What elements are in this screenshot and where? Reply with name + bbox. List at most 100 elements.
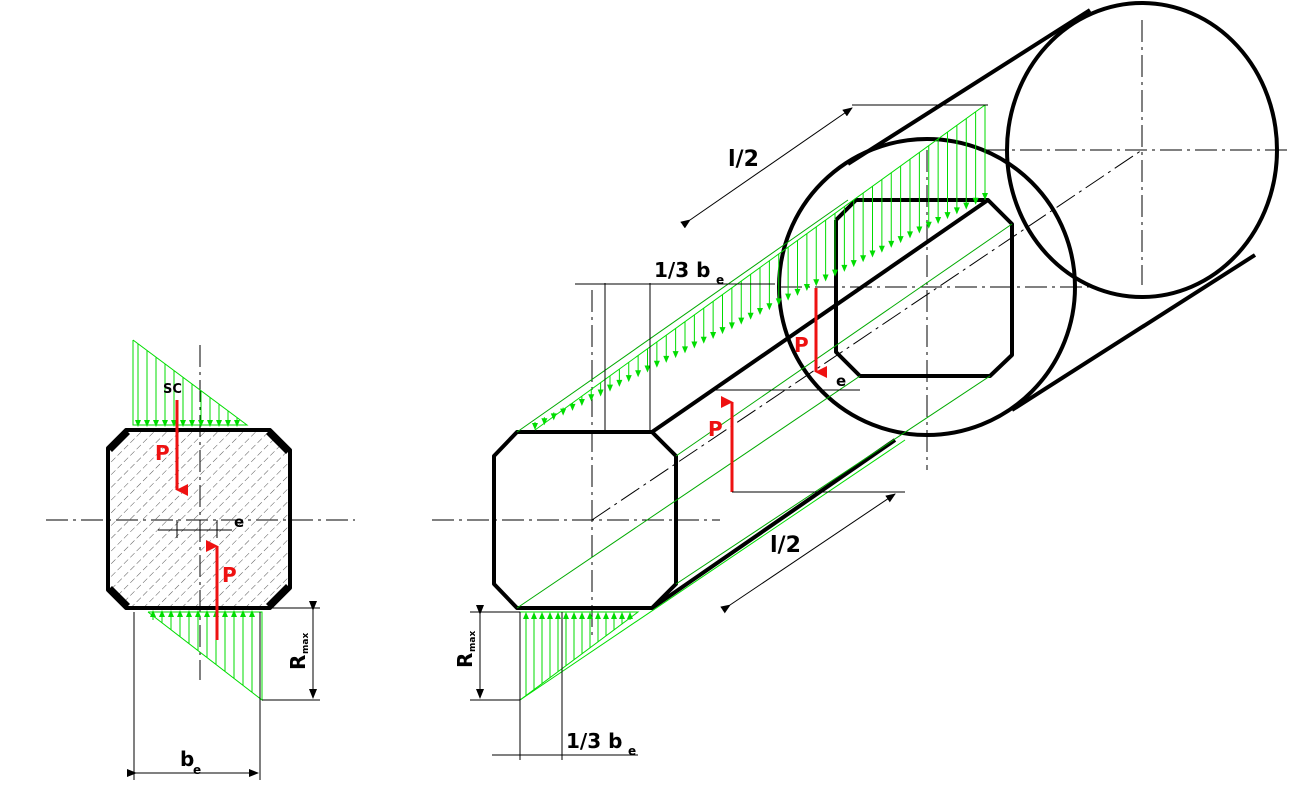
iso-top-load-arrow-head: [982, 193, 988, 200]
iso-bottom-load-arrow-head: [547, 612, 553, 619]
iso-bottom-load-arrow-head: [563, 612, 569, 619]
iso-label-p-lower: P: [708, 417, 723, 441]
iso-label-rmax: R: [453, 653, 477, 668]
iso-top-load-arrow-head: [832, 269, 838, 277]
iso-top-load-arrow-head: [916, 226, 923, 234]
iso-top-load-arrow-head: [719, 327, 726, 335]
front-cross-section: [106, 428, 292, 610]
iso-top-load-arrow-head: [644, 365, 651, 373]
iso-half-len-bottom-dim: [720, 493, 896, 614]
iso-label-third-top: 1/3 b: [654, 258, 710, 282]
iso-label-third-bottom-sub: e: [628, 744, 636, 758]
iso-top-load-arrow-head: [907, 231, 913, 239]
iso-top-load-arrow-head: [766, 303, 773, 311]
front-label-width-sub: e: [193, 763, 201, 777]
iso-top-load-arrow-head: [803, 284, 810, 292]
front-top-load-arrow-head: [153, 420, 159, 427]
cylinder-far-end: [1005, 1, 1279, 299]
iso-top-load-arrow-head: [597, 389, 604, 397]
iso-top-load-arrow-head: [972, 197, 979, 205]
iso-bottom-left-edge-thin: [516, 375, 861, 609]
front-label-p-bottom: P: [222, 563, 237, 587]
iso-top-load-arrow-head: [944, 212, 951, 220]
iso-bottom-load-arrow-head: [579, 612, 585, 619]
iso-bottom-load-arrow-head: [595, 612, 601, 619]
iso-top-load-arrow-head: [653, 360, 660, 368]
iso-top-load-arrow-head: [700, 336, 707, 344]
iso-top-load-arrow-head: [925, 221, 932, 229]
iso-top-load-arrow-head: [616, 379, 623, 387]
front-top-load-arrow-head: [144, 420, 150, 427]
iso-top-load-arrow-head: [813, 279, 820, 287]
front-top-load-arrow-head: [180, 420, 186, 427]
front-top-load-arrow-head: [234, 420, 240, 427]
iso-top-load-arrow-head: [588, 394, 595, 402]
iso-bottom-load-arrow-head: [531, 612, 537, 619]
iso-longitudinal-axis: [591, 149, 1143, 521]
front-bottom-load-arrow-head: [204, 610, 210, 617]
front-chamfer-tr: [266, 430, 290, 454]
iso-top-load-arrow-head: [963, 202, 970, 210]
front-top-load-arrow-head: [189, 420, 195, 427]
front-top-load-diagram: [132, 339, 249, 427]
front-bottom-load-arrow-head: [159, 610, 165, 617]
iso-label-half-len-bottom: l/2: [770, 533, 801, 558]
iso-label-p-upper: P: [794, 333, 809, 357]
iso-top-load-arrow-head: [757, 308, 763, 315]
iso-top-edge: [650, 198, 990, 434]
front-chamfer-br: [266, 584, 290, 608]
iso-label-rmax-sub: max: [468, 631, 478, 652]
iso-back-section: [834, 198, 1014, 378]
iso-view: l/2 l/2 1/3 b e 1/3 b e P P e R max: [432, 1, 1290, 760]
front-top-load-arrow-head: [135, 420, 141, 427]
iso-label-third-bottom: 1/3 b: [566, 729, 622, 753]
iso-top-load-arrow-head: [691, 341, 698, 349]
iso-bottom-load-arrow-head: [611, 612, 617, 619]
iso-top-load-arrow-head: [569, 403, 576, 411]
iso-bottom-load-arrow-head: [603, 612, 609, 619]
iso-top-load-arrow-head: [794, 288, 801, 296]
front-label-p-top: P: [155, 441, 170, 465]
front-bottom-load-diagram: [147, 610, 263, 702]
cylinder-top-generatrix: [846, 8, 1092, 166]
front-top-load-arrow-head: [198, 420, 204, 427]
front-label-width: b: [180, 747, 194, 771]
iso-top-load-arrow-head: [953, 207, 960, 215]
front-label-rmax: R: [286, 655, 310, 670]
iso-top-load-arrow-head: [663, 355, 670, 363]
front-label-e: e: [234, 513, 244, 531]
front-view: SC P P e b e R max: [46, 339, 355, 780]
front-bottom-load-arrow-head: [240, 610, 246, 617]
front-bottom-load-arrow-head: [168, 610, 174, 617]
iso-bottom-load-arrow-head: [587, 612, 593, 619]
iso-top-load-arrow-head: [775, 298, 782, 306]
iso-top-load-arrow-head: [728, 322, 735, 330]
iso-top-load-arrow-head: [738, 317, 745, 325]
iso-top-load-arrow-head: [935, 216, 942, 224]
front-chamfer-tl: [108, 430, 130, 452]
iso-bottom-load-arrow-head: [571, 612, 577, 619]
iso-bottom-right-edge-thin: [675, 375, 991, 585]
iso-top-load-arrow-head: [560, 408, 567, 416]
iso-top-load-arrow-head: [682, 346, 688, 354]
iso-top-load-arrow-head: [888, 240, 895, 248]
iso-top-load-arrow-head: [578, 399, 585, 407]
iso-bottom-load-diagram: [519, 439, 906, 701]
front-bottom-load-arrow-head: [150, 610, 156, 617]
front-bottom-load-arrow-head: [195, 610, 201, 617]
front-bottom-load-arrow-head: [249, 610, 255, 617]
iso-top-load-arrow-head: [785, 293, 792, 301]
front-top-load-arrow-head: [216, 420, 222, 427]
iso-top-load-arrow-head: [841, 264, 848, 272]
iso-top-load-arrow-head: [869, 250, 876, 258]
iso-bottom-load-arrow-head: [627, 612, 633, 619]
front-label-rmax-sub: max: [301, 633, 311, 654]
iso-label-third-top-sub: e: [716, 273, 724, 287]
iso-top-load-arrow-head: [532, 423, 538, 430]
iso-top-load-arrow-head: [897, 236, 904, 244]
front-bottom-load-arrow-head: [177, 610, 183, 617]
iso-label-half-len-top: l/2: [728, 147, 759, 172]
iso-top-load-arrow-head: [550, 413, 557, 421]
iso-right-bottom-edge: [650, 438, 897, 610]
